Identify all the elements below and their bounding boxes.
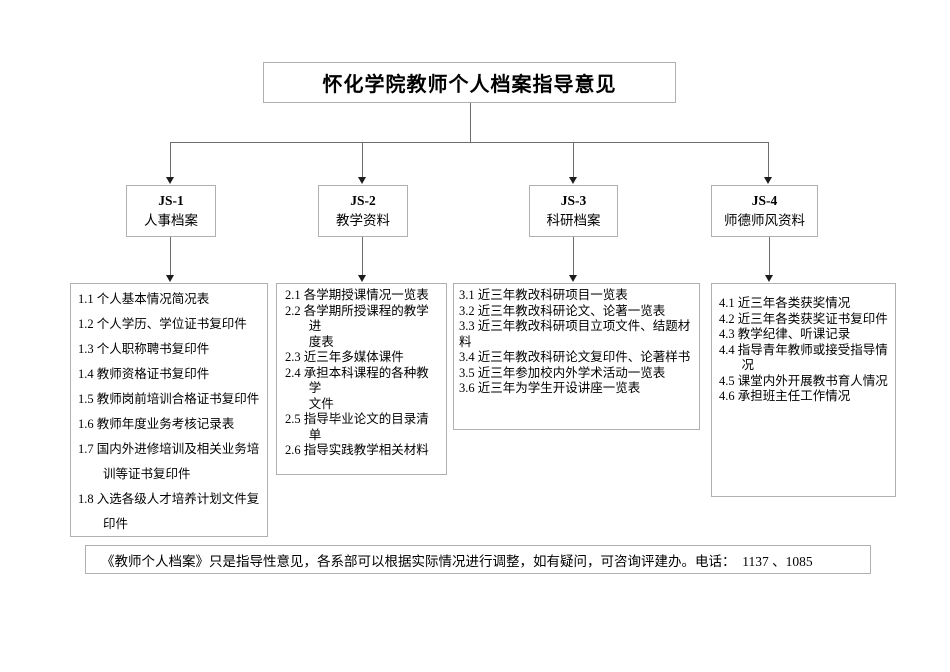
connector-drop-js3	[573, 143, 574, 177]
title-box: 怀化学院教师个人档案指导意见	[263, 62, 676, 103]
category-code: JS-3	[560, 193, 587, 208]
arrow-down-icon	[765, 275, 773, 282]
list-item: 4.1 近三年各类获奖情况	[719, 296, 851, 310]
category-name: 人事档案	[144, 213, 198, 228]
list-item: 1.4 教师资格证书复印件	[78, 367, 210, 381]
connector-detail-js2	[362, 237, 363, 275]
arrow-down-icon	[569, 275, 577, 282]
category-code: JS-1	[158, 193, 184, 208]
list-item: 1.8 入选各级人才培养计划文件复 印件	[78, 492, 260, 531]
list-item: 1.6 教师年度业务考核记录表	[78, 417, 235, 431]
category-box-js3: JS-3 科研档案	[529, 185, 618, 237]
page-title: 怀化学院教师个人档案指导意见	[322, 74, 617, 96]
list-item: 1.1 个人基本情况简况表	[78, 292, 210, 306]
connector-detail-js1	[170, 237, 171, 275]
list-item: 2.5 指导毕业论文的目录清单	[285, 412, 429, 442]
list-item: 4.4 指导青年教师或接受指导情 况	[719, 342, 888, 373]
list-item: 3.3 近三年教改科研项目立项文件、结题材 料	[459, 319, 691, 349]
list-item: 1.7 国内外进修培训及相关业务培 训等证书复印件	[78, 442, 260, 481]
category-name: 师德师风资料	[724, 213, 805, 228]
list-item: 4.3 教学纪律、听课记录	[719, 327, 851, 341]
footnote-text: 《教师个人档案》只是指导性意见，各系部可以根据实际情况进行调整，如有疑问，可咨询…	[101, 553, 813, 569]
list-item: 4.6 承担班主任工作情况	[719, 389, 851, 403]
list-item: 3.2 近三年教改科研论文、论著一览表	[459, 303, 666, 318]
list-item: 3.1 近三年教改科研项目一览表	[459, 288, 628, 302]
list-item: 2.3 近三年多媒体课件	[285, 350, 404, 364]
footnote-box: 《教师个人档案》只是指导性意见，各系部可以根据实际情况进行调整，如有疑问，可咨询…	[85, 545, 871, 574]
detail-box-js1: 1.1 个人基本情况简况表 1.2 个人学历、学位证书复印件 1.3 个人职称聘书复…	[70, 283, 268, 537]
connector-drop-js1	[170, 143, 171, 177]
arrow-down-icon	[358, 275, 366, 282]
category-box-js1: JS-1 人事档案	[126, 185, 216, 237]
arrow-down-icon	[569, 177, 577, 184]
category-code: JS-4	[751, 193, 778, 208]
connector-drop-js2	[362, 143, 363, 177]
connector-detail-js4	[769, 237, 770, 275]
category-box-js2: JS-2 教学资料	[318, 185, 408, 237]
list-item: 3.4 近三年教改科研论文复印件、论著样书	[459, 350, 691, 364]
connector-title-drop	[470, 103, 471, 142]
list-item: 1.5 教师岗前培训合格证书复印件	[78, 392, 260, 406]
list-item: 2.1 各学期授课情况一览表	[285, 288, 429, 302]
list-item: 3.5 近三年参加校内外学术活动一览表	[459, 365, 666, 380]
list-item: 2.6 指导实践教学相关材料	[285, 443, 429, 457]
list-item: 2.2 各学期所授课程的教学进 度表	[285, 303, 429, 349]
connector-drop-js4	[768, 143, 769, 177]
connector-rail	[170, 142, 769, 143]
arrow-down-icon	[358, 177, 366, 184]
list-item: 1.2 个人学历、学位证书复印件	[78, 317, 247, 331]
list-item: 4.5 课堂内外开展教书育人情况	[719, 373, 888, 388]
category-code: JS-2	[350, 193, 376, 208]
category-name: 科研档案	[546, 213, 601, 228]
list-item: 2.4 承担本科课程的各种教学 文件	[285, 365, 429, 411]
list-item: 3.6 近三年为学生开设讲座一览表	[459, 381, 641, 395]
category-name: 教学资料	[336, 213, 390, 228]
arrow-down-icon	[166, 275, 174, 282]
arrow-down-icon	[764, 177, 772, 184]
arrow-down-icon	[166, 177, 174, 184]
connector-detail-js3	[573, 237, 574, 275]
list-item: 4.2 近三年各类获奖证书复印件	[719, 311, 888, 326]
list-item: 1.3 个人职称聘书复印件	[78, 342, 210, 356]
category-box-js4: JS-4 师德师风资料	[711, 185, 818, 237]
